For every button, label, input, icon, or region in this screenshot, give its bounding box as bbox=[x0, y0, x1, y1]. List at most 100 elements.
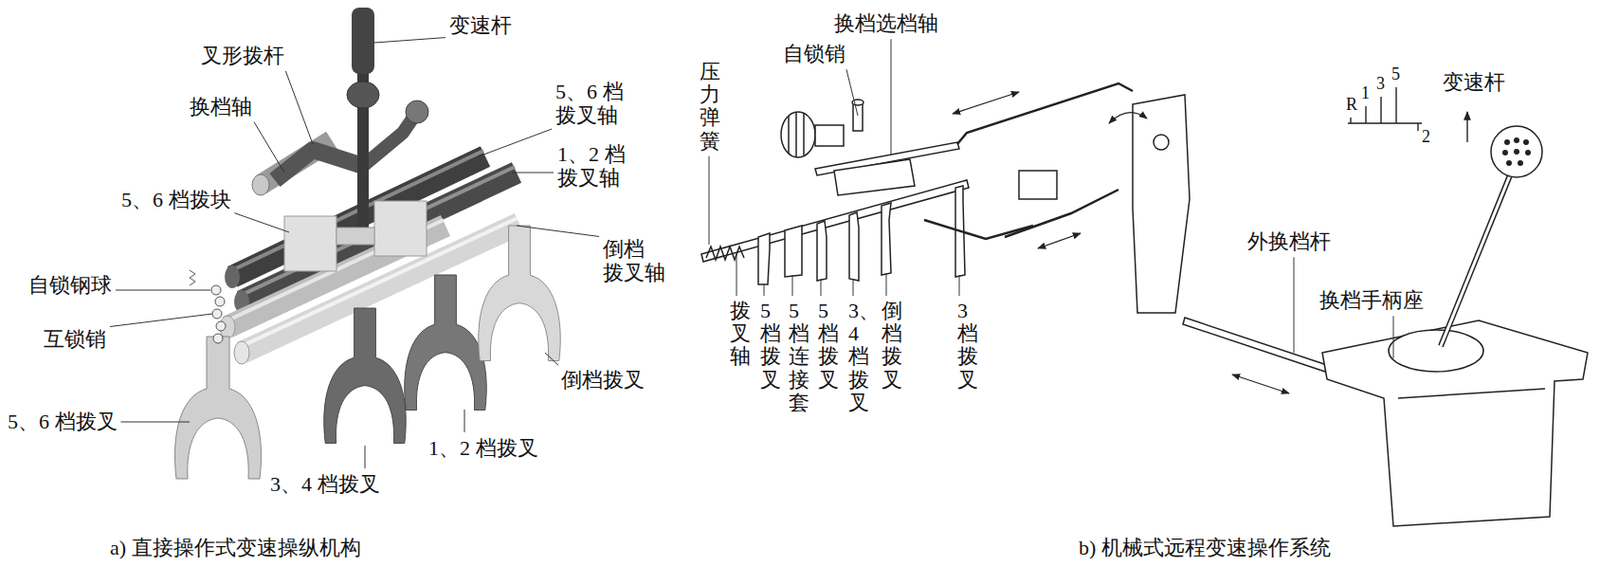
part-label: 3、4档拨叉 bbox=[848, 299, 870, 415]
leader-line bbox=[121, 421, 191, 423]
lock-balls-part bbox=[189, 270, 196, 286]
remote-linkage-part bbox=[815, 125, 844, 146]
leader-line bbox=[516, 225, 600, 237]
gear-number: 2 bbox=[1421, 127, 1431, 147]
part-label: 换档手柄座 bbox=[1319, 288, 1424, 312]
remote-linkage-part bbox=[706, 246, 745, 260]
motion-arrows bbox=[952, 91, 1290, 394]
gear-number: 5 bbox=[1391, 64, 1400, 85]
lock-balls-part bbox=[216, 321, 226, 331]
handle-base-part bbox=[1322, 320, 1588, 527]
handle-base-part-part bbox=[1523, 139, 1529, 146]
part-label: 5、6 档拨块 bbox=[121, 187, 232, 212]
leader-line bbox=[254, 122, 285, 173]
lock-balls-part bbox=[215, 296, 225, 307]
lock-balls bbox=[189, 270, 226, 344]
remote-linkage-part bbox=[834, 159, 915, 196]
handle-base-part bbox=[1398, 388, 1546, 399]
leader-line bbox=[959, 274, 961, 296]
part-label: 拨叉轴 bbox=[729, 299, 751, 369]
leader-line bbox=[820, 278, 822, 296]
gear-letter: R bbox=[1345, 94, 1358, 115]
part-label: 1、2 档拨叉 bbox=[428, 436, 539, 460]
handle-base-part bbox=[1490, 126, 1543, 178]
remote-linkage-part bbox=[784, 225, 802, 277]
motion-arrows-part bbox=[1037, 233, 1081, 249]
leader-line bbox=[709, 156, 710, 245]
remote-linkage-part bbox=[849, 212, 859, 281]
motion-arrows-part bbox=[1232, 374, 1290, 394]
handle-base-part-part bbox=[1502, 149, 1509, 156]
leader-line bbox=[364, 445, 366, 469]
part-label: 倒档拨叉 bbox=[881, 299, 903, 392]
part-label: 压力弹簧 bbox=[699, 60, 721, 153]
handle-base-part-part bbox=[1504, 139, 1510, 146]
caption: a) 直接操作式变速操纵机构 bbox=[109, 535, 362, 560]
shift-lever-part bbox=[351, 7, 375, 74]
shift-forks-part bbox=[174, 336, 261, 479]
part-label: 变速杆 bbox=[1442, 70, 1506, 94]
handle-base-part-part bbox=[1513, 148, 1520, 155]
handle-base bbox=[1322, 126, 1588, 527]
remote-linkage-part bbox=[1182, 317, 1328, 372]
leader-line bbox=[736, 254, 738, 296]
leader-line bbox=[846, 69, 858, 116]
remote-linkage-part bbox=[881, 202, 891, 275]
handle-base-part bbox=[1440, 170, 1512, 346]
part-label: 换档轴 bbox=[189, 94, 253, 119]
leader-line bbox=[792, 274, 794, 296]
motion-arrows-part bbox=[1109, 112, 1147, 124]
shift-forks-part bbox=[324, 308, 406, 444]
part-label: 5、6 档 拨叉轴 bbox=[555, 79, 637, 128]
handle-base-part-part bbox=[1525, 149, 1531, 156]
leader-line bbox=[374, 37, 446, 43]
remote-linkage-part bbox=[758, 233, 770, 285]
handle-base-part bbox=[1440, 170, 1512, 346]
part-label: 5、6 档拨叉 bbox=[7, 409, 118, 434]
handle-base-part-part bbox=[1513, 137, 1520, 144]
fork-lever-part bbox=[274, 149, 364, 181]
leader-line bbox=[464, 409, 466, 433]
part-label: 自锁销 bbox=[782, 41, 846, 66]
shift-forks-part bbox=[478, 225, 561, 362]
part-label: 自锁钢球 bbox=[28, 272, 112, 297]
lock-balls-part bbox=[213, 333, 223, 344]
remote-linkage-part bbox=[1153, 134, 1169, 150]
part-label: 3档拨叉 bbox=[957, 299, 979, 392]
handle-base-part bbox=[1388, 329, 1484, 372]
remote-linkage-part bbox=[788, 111, 804, 158]
shift-blocks bbox=[284, 200, 427, 272]
shift-forks-part bbox=[404, 274, 487, 411]
part-label: 叉形拨杆 bbox=[200, 43, 285, 68]
leader-line bbox=[115, 290, 211, 291]
fork-shafts-part bbox=[239, 166, 515, 296]
part-label: 外换档杆 bbox=[1247, 229, 1331, 254]
leader-line bbox=[886, 272, 888, 296]
fork-shafts-part bbox=[234, 341, 250, 364]
leader-line bbox=[234, 213, 290, 233]
leader-line bbox=[511, 172, 554, 174]
leader-line bbox=[285, 71, 313, 145]
remote-linkage-part bbox=[853, 102, 863, 131]
part-label: 倒档 拨叉轴 bbox=[602, 236, 668, 286]
part-label: 1、2 档 拨叉轴 bbox=[557, 142, 639, 191]
lock-balls-part bbox=[211, 285, 221, 295]
shift-blocks-part bbox=[336, 227, 375, 245]
part-label: 3、4 档拨叉 bbox=[270, 472, 381, 496]
part-label: 5档拨叉 bbox=[818, 299, 839, 392]
remote-linkage-part bbox=[1132, 94, 1190, 313]
caption: b) 机械式远程变速操作系统 bbox=[1078, 535, 1331, 560]
handle-base-part-part bbox=[1506, 160, 1512, 166]
leader-line bbox=[853, 278, 855, 296]
leader-line bbox=[545, 352, 559, 365]
motion-arrows-part bbox=[952, 91, 1019, 114]
fork-lever-part bbox=[405, 100, 429, 124]
handle-base-part-part bbox=[1517, 160, 1524, 166]
shift-blocks-part bbox=[284, 216, 337, 272]
part-label: 变速杆 bbox=[449, 13, 512, 37]
part-label: 互锁销 bbox=[43, 327, 107, 351]
shift-forks bbox=[174, 225, 561, 479]
